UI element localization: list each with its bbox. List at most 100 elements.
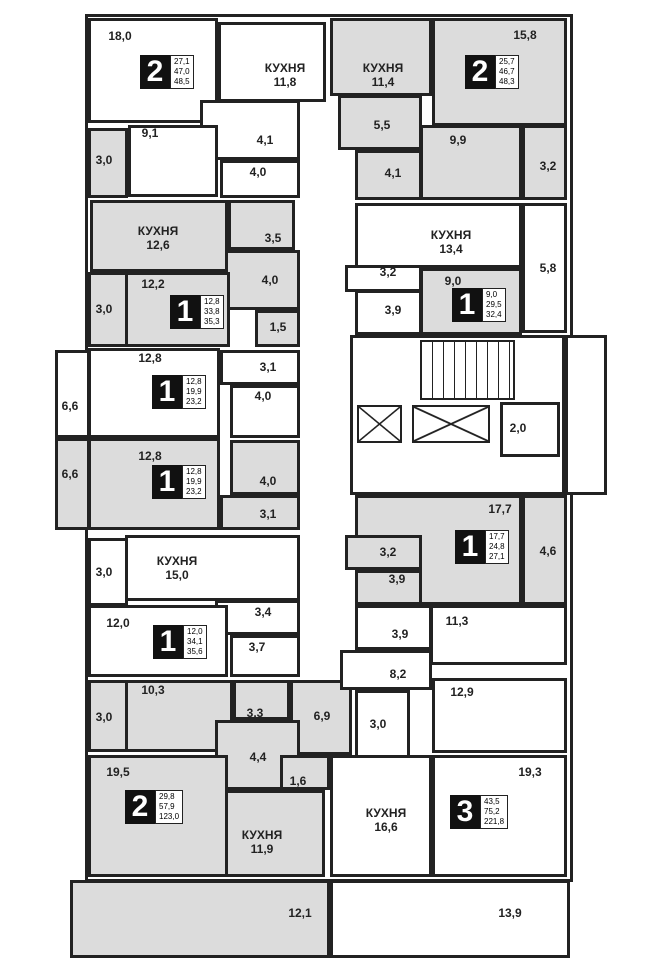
- living-area: 12,8: [186, 377, 202, 386]
- room-area-label: 11,3: [446, 614, 469, 628]
- room-area-label: 6,6: [62, 467, 79, 481]
- room-area: 12,6: [146, 238, 170, 252]
- room-area: 3,1: [259, 360, 277, 374]
- kitchen-label: КУХНЯ: [137, 224, 179, 238]
- room-area: 18,0: [108, 29, 132, 43]
- room-area: 4,1: [256, 133, 274, 147]
- area-values: 12,0 34,1 35,6: [183, 625, 207, 659]
- room: [330, 880, 570, 958]
- room: [355, 570, 422, 605]
- room-area: 12,8: [138, 449, 162, 463]
- room-area-label: 19,5: [106, 765, 129, 779]
- room: [290, 680, 352, 755]
- living-area: 25,7: [499, 57, 515, 66]
- living-area: 9,0: [486, 290, 498, 299]
- room-area-label: 3,0: [370, 717, 387, 731]
- room-area-label: 12,8: [138, 449, 161, 463]
- total-area-full: 35,6: [187, 647, 203, 656]
- room: [220, 350, 300, 385]
- room: [128, 125, 218, 197]
- room-area: 4,0: [254, 389, 272, 403]
- room-area-label: 19,3: [518, 765, 541, 779]
- room: [70, 880, 330, 958]
- room-area-label: 3,3: [247, 706, 264, 720]
- area-values: 12,8 19,9 23,2: [182, 465, 206, 499]
- room-count: 2: [140, 55, 170, 89]
- room-kitchen: [355, 203, 522, 268]
- room-area: 5,5: [373, 118, 391, 132]
- total-area-full: 23,2: [186, 487, 202, 496]
- room-area: 6,9: [313, 709, 331, 723]
- kitchen-label: КУХНЯ: [365, 806, 407, 820]
- room-area: 17,7: [488, 502, 512, 516]
- room-area-label: 3,0: [96, 710, 113, 724]
- total-area-full: 48,5: [174, 77, 190, 86]
- room-area: 4,1: [384, 166, 402, 180]
- apartment-badge: 1 9,0 29,5 32,4: [452, 288, 506, 322]
- total-area: 19,9: [186, 477, 202, 486]
- room-area-label: 3,5: [265, 231, 282, 245]
- room: [125, 680, 233, 752]
- room-area-label: 1,5: [270, 320, 287, 334]
- room-area: 3,0: [95, 710, 113, 724]
- room-area: 4,6: [539, 544, 557, 558]
- room-kitchen: [90, 200, 228, 272]
- living-area: 12,0: [187, 627, 203, 636]
- room: [500, 402, 560, 457]
- total-area: 33,8: [204, 307, 220, 316]
- corridor: [300, 100, 352, 680]
- room-area: 11,9: [250, 842, 274, 856]
- area-values: 29,8 57,9 123,0: [155, 790, 184, 824]
- room-area-label: 3,0: [96, 302, 113, 316]
- kitchen-label: КУХНЯ: [264, 61, 306, 75]
- room-area: 12,0: [106, 616, 130, 630]
- room-area: 3,2: [379, 265, 397, 279]
- room-kitchen: [330, 18, 432, 96]
- kitchen-label: КУХНЯ: [430, 228, 472, 242]
- area-values: 27,1 47,0 48,5: [170, 55, 194, 89]
- room-area: 3,0: [95, 302, 113, 316]
- room-area-label: 2,0: [510, 421, 527, 435]
- room-area: 9,0: [444, 274, 462, 288]
- room: [55, 438, 90, 530]
- living-area: 27,1: [174, 57, 190, 66]
- living-area: 43,5: [484, 797, 500, 806]
- room-area-label: 3,0: [96, 153, 113, 167]
- room: [220, 160, 300, 198]
- room-kitchen: [330, 755, 432, 877]
- room-count: 1: [455, 530, 485, 564]
- living-area: 29,8: [159, 792, 175, 801]
- room: [228, 200, 295, 250]
- room-area: 3,9: [388, 572, 406, 586]
- kitchen-label: КУХНЯ: [362, 61, 404, 75]
- room-area: 12,9: [450, 685, 474, 699]
- room-area-label: 18,0: [108, 29, 131, 43]
- room-count: 1: [152, 375, 182, 409]
- room-area: 4,0: [261, 273, 279, 287]
- room-area: 4,0: [259, 474, 277, 488]
- total-area-full: 48,3: [499, 77, 515, 86]
- total-area: 75,2: [484, 807, 500, 816]
- room: [55, 350, 90, 438]
- apartment-badge: 1 12,8 19,9 23,2: [152, 465, 206, 499]
- apartment-badge: 2 29,8 57,9 123,0: [125, 790, 184, 824]
- room: [355, 150, 422, 200]
- room-count: 2: [125, 790, 155, 824]
- room-area: 2,0: [509, 421, 527, 435]
- room-area: 9,1: [141, 126, 159, 140]
- apartment-badge: 1 12,8 19,9 23,2: [152, 375, 206, 409]
- room-area-label: 3,4: [255, 605, 272, 619]
- room-area: 3,3: [246, 706, 264, 720]
- area-values: 25,7 46,7 48,3: [495, 55, 519, 89]
- room-area-label: 12,9: [450, 685, 473, 699]
- apartment-badge: 1 12,8 33,8 35,3: [170, 295, 224, 329]
- room: [230, 440, 300, 495]
- total-area-full: 221,8: [484, 817, 505, 826]
- room-area: 6,6: [61, 399, 79, 413]
- total-area-full: 23,2: [186, 397, 202, 406]
